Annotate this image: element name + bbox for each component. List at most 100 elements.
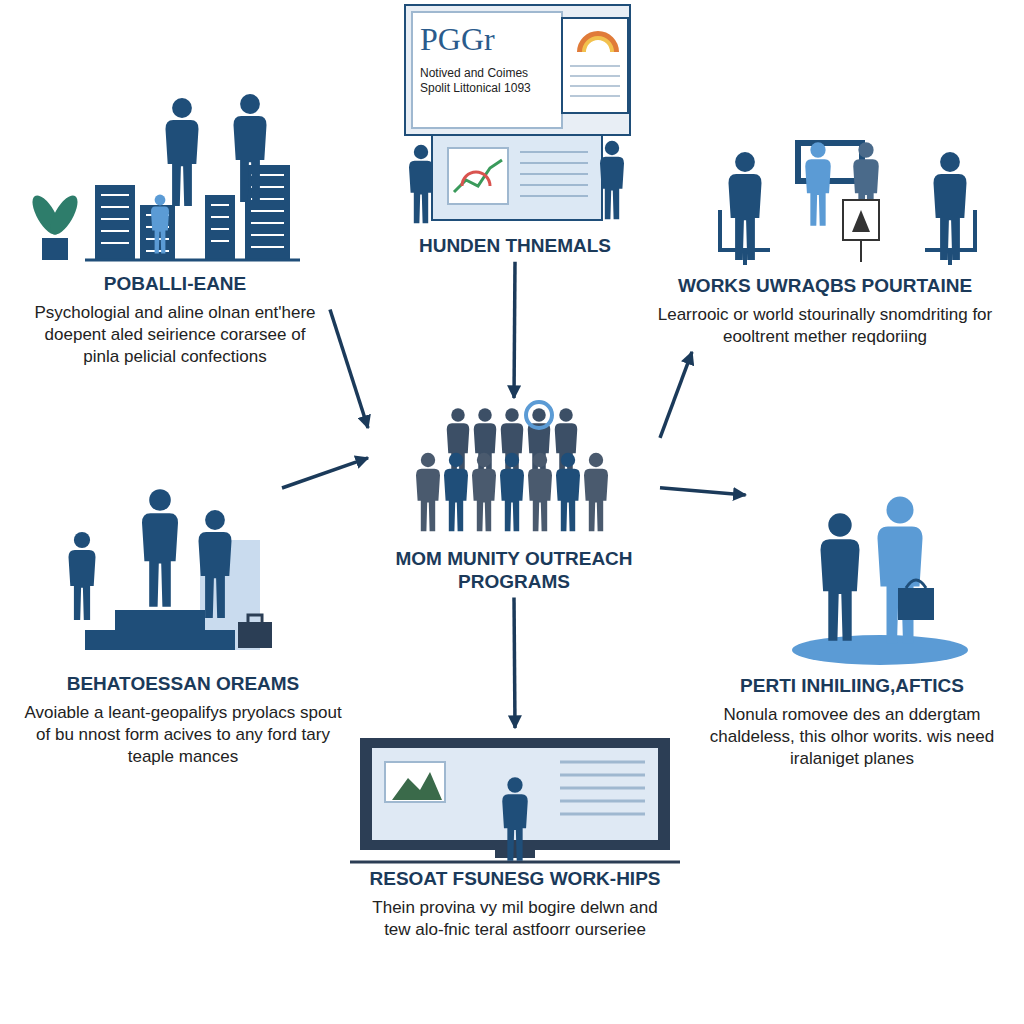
gauge-arc [580,34,616,52]
person-body [151,207,169,254]
chair [925,210,975,265]
podium-step [85,630,235,650]
person-icon [444,453,468,531]
text-line [520,173,588,175]
person-head [414,145,428,159]
person-body [584,469,608,531]
flow-arrow [660,352,692,438]
person-icon [600,141,624,219]
child-icon [151,195,169,254]
bag [898,588,934,620]
person-head [240,94,260,114]
person-head [559,408,573,422]
person-icon [878,497,923,644]
person-icon [584,453,608,531]
topic-node: WORKS UWRAQBS POURTAINE Learrooic or worl… [650,130,1000,352]
topic-node: MOM MUNITY OUTREACH PROGRAMS [368,398,660,598]
text-line [560,787,645,790]
flow-arrow [514,598,515,728]
person-body [69,550,96,620]
text-line [520,151,588,153]
person-icon [934,152,967,260]
person-icon [805,142,831,225]
person-head [205,510,225,530]
window-row [101,230,129,232]
text-line [560,800,645,803]
chart-panel [448,148,508,204]
building [205,195,235,260]
window-row [211,240,229,242]
person-body [472,469,496,531]
text-line [560,813,645,816]
person-icon [528,453,552,531]
node-heading: PERTI INHILIING,AFTICS [706,675,998,698]
person-icon [199,510,232,618]
person-head [858,142,873,157]
screen-caption: Notived and Coimes Spolit Littonical 109… [420,66,555,96]
person-icon [69,532,96,620]
node-description: Nonula romovee des an ddergtam chaldeles… [706,704,998,770]
building [95,185,135,260]
person-icon [729,152,762,260]
node-heading: WORKS UWRAQBS POURTAINE [656,275,994,298]
person-head [155,195,166,206]
gauge-arc [584,38,612,52]
node-heading: BEHATOESSAN OREAMS [24,673,342,696]
topic-node: PERTI INHILIING,AFTICS Nonula romovee des… [700,495,1004,774]
window-row [251,234,284,236]
highlight-ring [526,402,552,428]
person-head [477,453,491,467]
person-body [934,174,967,260]
flow-arrow [514,262,515,398]
person-body [878,527,923,644]
node-description: Psychologial and aline olnan ent'here do… [26,302,324,368]
building [140,205,175,260]
chart-arc [462,172,490,186]
person-head [561,453,575,467]
person-icon [502,777,528,860]
node-description: Learrooic or world stourinally snomdriti… [656,304,994,348]
person-head [172,98,192,118]
person-head [828,513,851,536]
screen-logo: PGGr [420,22,555,57]
window-row [211,216,229,218]
chair [720,210,770,265]
person-body [500,469,524,531]
topic-node: BEHATOESSAN OREAMSAvoiable a leant-geopa… [18,488,348,772]
topic-node: RESOAT FSUNESG WORK-HIPSThein provina vy… [355,728,675,945]
text-line [560,761,645,764]
window-row [101,206,129,208]
person-icon [142,489,178,607]
window-row [211,204,229,206]
chart-symbol [852,210,870,232]
person-head [887,497,914,524]
person-body [199,532,232,618]
person-head [507,777,522,792]
window-row [101,218,129,220]
person-head [421,453,435,467]
person-icon [409,145,433,223]
person-head [149,489,171,511]
person-body [556,469,580,531]
person-icon [234,94,267,202]
flow-arrow [330,310,368,428]
window-row [211,228,229,230]
easel-leg [860,240,862,262]
person-icon [821,513,860,640]
text-line [570,85,620,87]
text-line [570,65,620,67]
node-description: Thein provina vy mil bogire delwn and te… [361,897,669,941]
node-heading: HUNDEN THNEMALS [391,235,639,258]
monitor-frame [405,5,630,135]
plant-leaf [45,191,83,238]
text-line [570,75,620,77]
desk-line [350,861,680,864]
flow-arrow [282,458,368,488]
text-line [560,774,645,777]
person-icon [556,453,580,531]
person-body [142,513,178,607]
person-body [805,159,831,225]
node-heading: MOM MUNITY OUTREACH PROGRAMS [374,548,654,594]
window-row [251,222,284,224]
text-line [570,95,620,97]
